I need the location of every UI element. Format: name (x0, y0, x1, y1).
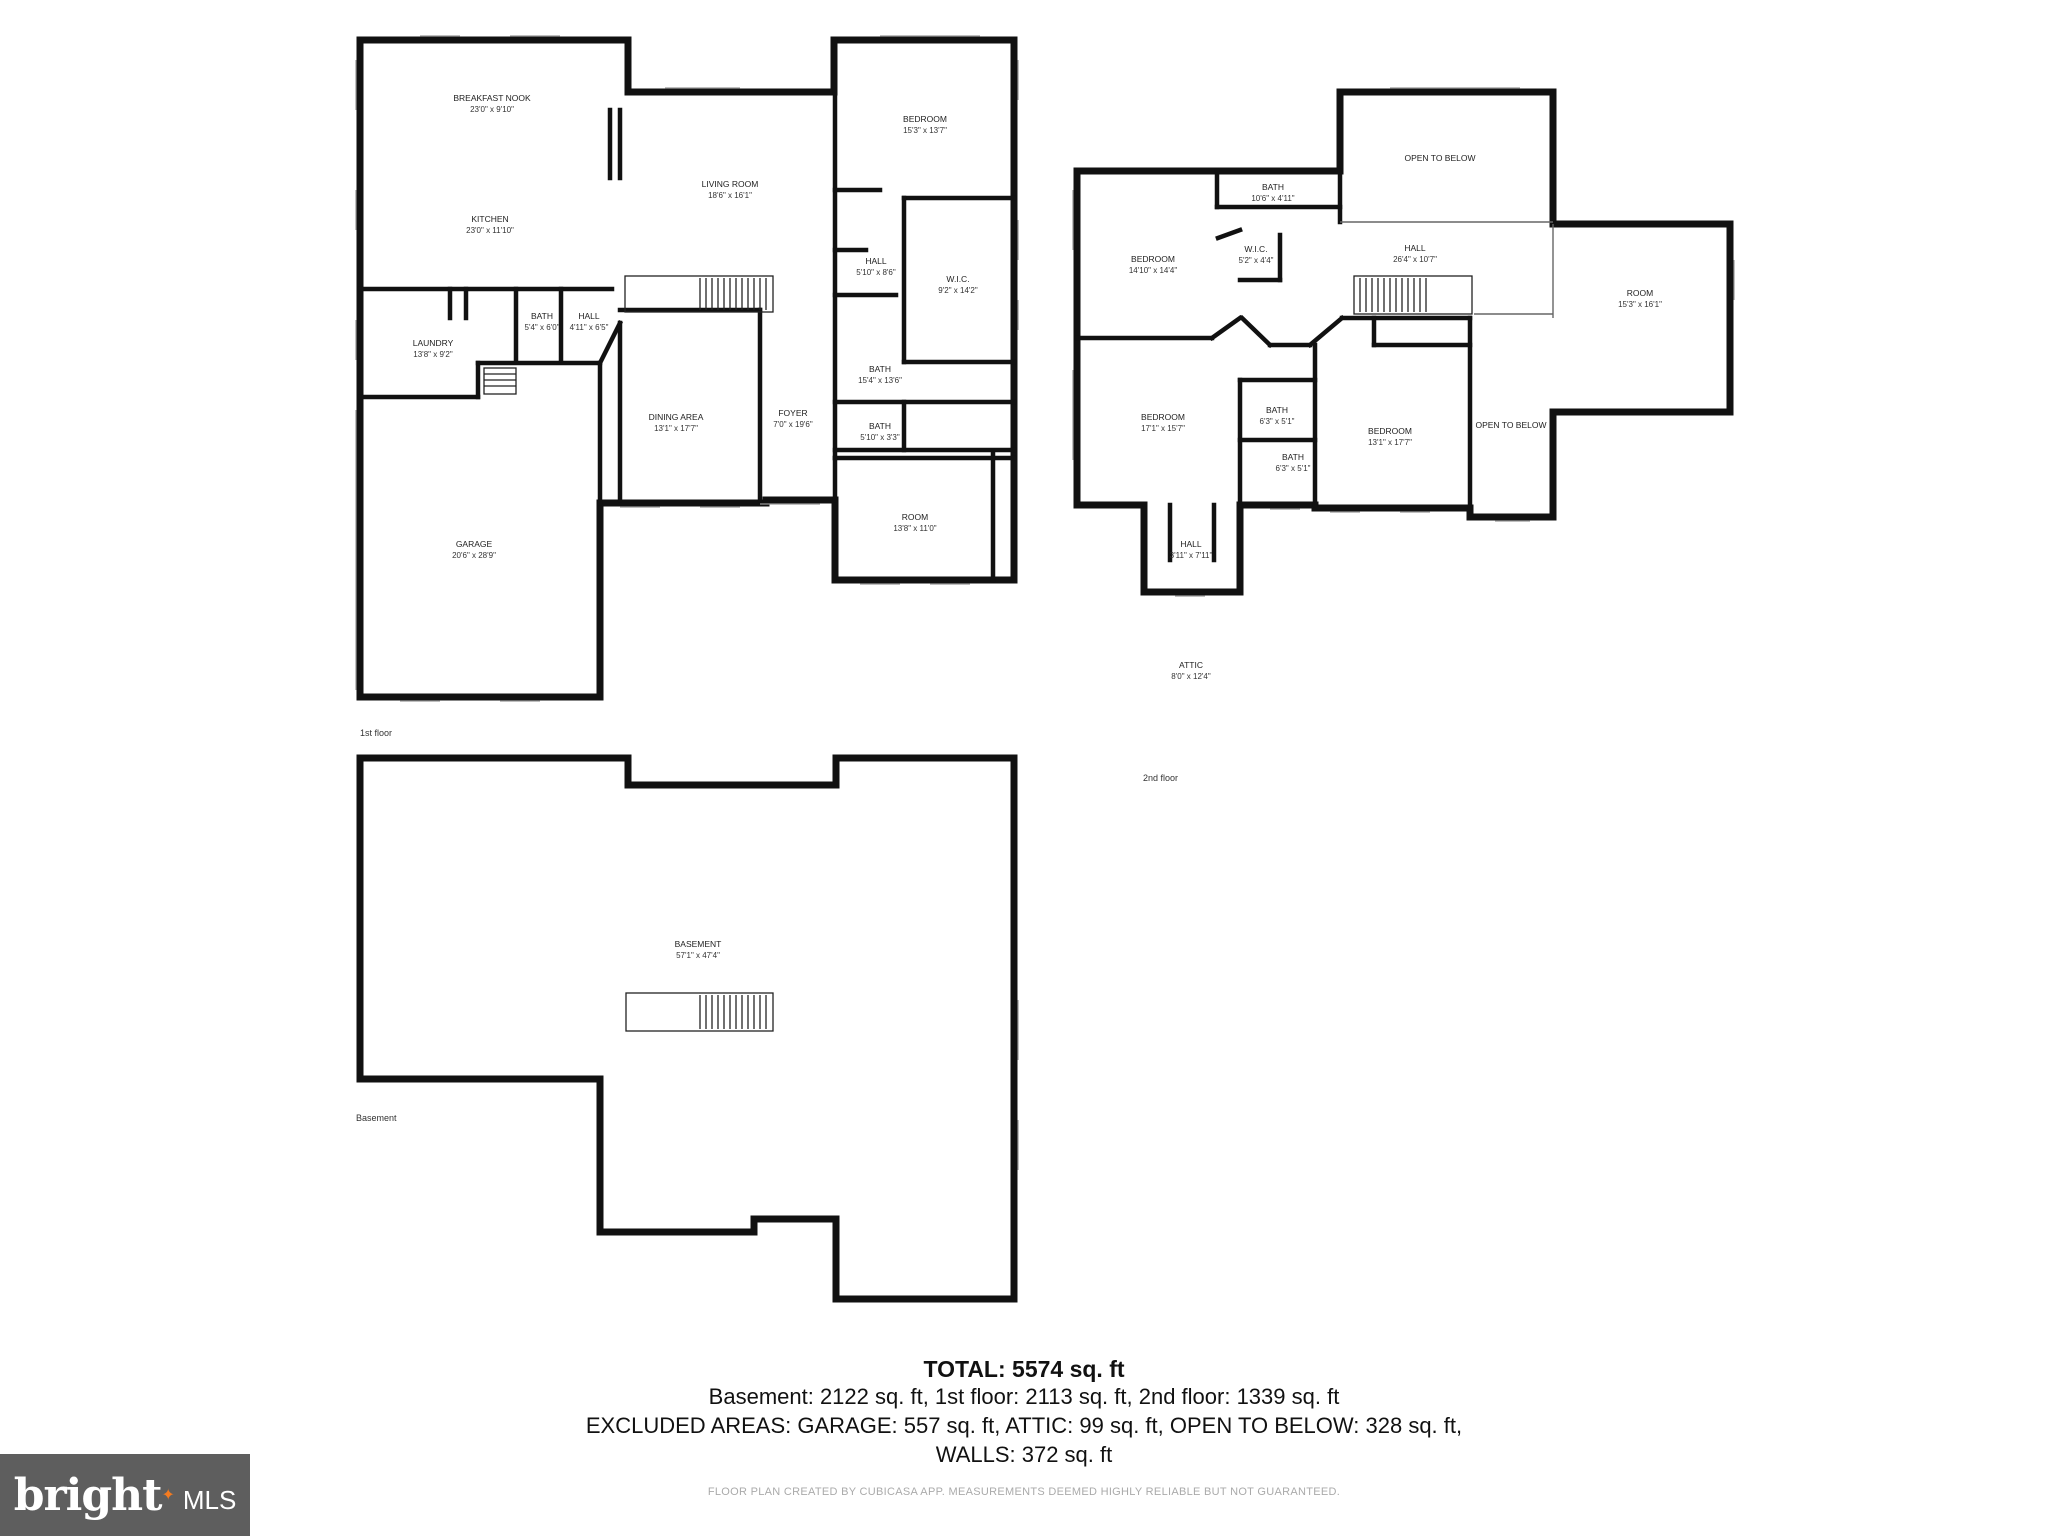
room-dims-bedroom-d: 13'1" x 17'7" (1368, 438, 1412, 447)
second-floor-stairs (1353, 275, 1473, 315)
room-dims-living-room: 18'6" x 16'1" (708, 191, 752, 200)
room-dims-hall-a: 5'10" x 8'6" (856, 268, 896, 277)
first-floor-stairs (483, 275, 774, 395)
room-dims-bath-d: 10'6" x 4'11" (1251, 194, 1294, 203)
room-name-room-b: ROOM (1627, 288, 1653, 298)
room-name-dining-area: DINING AREA (649, 412, 704, 422)
room-name-attic: ATTIC (1179, 660, 1203, 670)
room-name-bath-c: BATH (869, 421, 891, 431)
room-dims-dining-area: 13'1" x 17'7" (654, 424, 698, 433)
room-dims-laundry: 13'8" x 9'2" (413, 350, 453, 359)
bright-mls-logo: bright ✦ MLS (0, 1454, 250, 1536)
room-dims-bath-e: 6'3" x 5'1" (1260, 417, 1295, 426)
floor-label-basement: Basement (356, 1113, 397, 1123)
room-dims-wic: 9'2" x 14'2" (938, 286, 978, 295)
excluded-areas: EXCLUDED AREAS: GARAGE: 557 sq. ft, ATTI… (585, 1413, 1463, 1438)
room-name-wic: W.I.C. (946, 274, 969, 284)
room-dims-bath-f: 6'3" x 5'1" (1276, 464, 1311, 473)
room-dims-bedroom-b: 14'10" x 14'4" (1129, 266, 1177, 275)
floor-label-first: 1st floor (360, 728, 392, 738)
logo-brand-text: bright (13, 1469, 163, 1521)
room-name-kitchen: KITCHEN (471, 214, 508, 224)
room-name-bath-a: BATH (531, 311, 553, 321)
first-floor-exterior-wall (356, 36, 1018, 701)
room-name-foyer: FOYER (778, 408, 807, 418)
logo-suffix-text: MLS (182, 1484, 237, 1515)
room-dims-bath-a: 5'4" x 6'0" (525, 323, 560, 332)
room-name-bedroom-d: BEDROOM (1368, 426, 1412, 436)
room-name-room: ROOM (902, 512, 928, 522)
room-name-bedroom: BEDROOM (903, 114, 947, 124)
room-name-hall-b: HALL (578, 311, 600, 321)
disclaimer-text: FLOOR PLAN CREATED BY CUBICASA APP. MEAS… (707, 1486, 1341, 1498)
basement-exterior-wall (356, 754, 1018, 1303)
room-dims-room-b: 15'3" x 16'1" (1618, 300, 1662, 309)
room-name-bath-d: BATH (1262, 182, 1284, 192)
logo-star-icon: ✦ (161, 1487, 175, 1504)
room-name-bath-f: BATH (1282, 452, 1304, 462)
room-name-hall-a: HALL (865, 256, 887, 266)
second-floor-interior-walls (1074, 89, 1556, 595)
room-name-hall-c: HALL (1404, 243, 1426, 253)
room-name-bedroom-b: BEDROOM (1131, 254, 1175, 264)
room-name-garage: GARAGE (456, 539, 493, 549)
room-name-hall-d: HALL (1180, 539, 1202, 549)
first-floor-interior-walls (357, 37, 1017, 583)
basement-plan: BASEMENT 57'1" x 47'4" Basement (356, 754, 1019, 1303)
walls-area: WALLS: 372 sq. ft (935, 1442, 1113, 1467)
first-floor-plan: BREAKFAST NOOK 23'0" x 9'10" KITCHEN 23'… (355, 35, 1019, 738)
room-dims-hall-d: 3'11" x 7'11" (1170, 551, 1213, 560)
total-area-headline: TOTAL: 5574 sq. ft (923, 1356, 1125, 1382)
room-name-breakfast-nook: BREAKFAST NOOK (453, 93, 531, 103)
room-name-bedroom-c: BEDROOM (1141, 412, 1185, 422)
room-dims-bedroom: 15'3" x 13'7" (903, 126, 947, 135)
second-floor-plan: OPEN TO BELOW BATH 10'6" x 4'11" BEDROOM… (1072, 87, 1735, 783)
room-dims-bedroom-c: 17'1" x 15'7" (1141, 424, 1185, 433)
room-name-living-room: LIVING ROOM (702, 179, 759, 189)
room-dims-garage: 20'6" x 28'9" (452, 551, 496, 560)
room-dims-hall-c: 26'4" x 10'7" (1393, 255, 1437, 264)
room-dims-breakfast-nook: 23'0" x 9'10" (470, 105, 514, 114)
floor-areas-breakdown: Basement: 2122 sq. ft, 1st floor: 2113 s… (708, 1384, 1340, 1409)
first-floor-labels: BREAKFAST NOOK 23'0" x 9'10" KITCHEN 23'… (360, 93, 978, 738)
basement-labels: BASEMENT 57'1" x 47'4" Basement (356, 939, 721, 1123)
room-dims-hall-b: 4'11" x 6'5" (570, 323, 609, 332)
room-name-bath-e: BATH (1266, 405, 1288, 415)
second-floor-exterior-wall (1073, 88, 1734, 596)
room-dims-bath-b: 15'4" x 13'6" (858, 376, 902, 385)
room-dims-bath-c: 5'10" x 3'3" (860, 433, 900, 442)
second-floor-windows (1072, 87, 1735, 597)
room-dims-attic: 8'0" x 12'4" (1171, 672, 1211, 681)
room-name-laundry: LAUNDRY (413, 338, 454, 348)
room-dims-foyer: 7'0" x 19'6" (773, 420, 813, 429)
second-floor-labels: OPEN TO BELOW BATH 10'6" x 4'11" BEDROOM… (1129, 153, 1662, 783)
room-name-open-below-a: OPEN TO BELOW (1404, 153, 1475, 163)
room-dims-wic-b: 5'2" x 4'4" (1239, 256, 1274, 265)
room-dims-basement: 57'1" x 47'4" (676, 951, 720, 960)
room-name-open-below-b: OPEN TO BELOW (1475, 420, 1546, 430)
room-dims-room: 13'8" x 11'0" (893, 524, 936, 533)
room-dims-kitchen: 23'0" x 11'10" (466, 226, 514, 235)
room-name-basement: BASEMENT (675, 939, 722, 949)
first-floor-windows (355, 35, 1019, 702)
room-name-wic-b: W.I.C. (1244, 244, 1267, 254)
floor-label-second: 2nd floor (1143, 773, 1178, 783)
room-name-bath-b: BATH (869, 364, 891, 374)
basement-stairs (625, 992, 774, 1032)
